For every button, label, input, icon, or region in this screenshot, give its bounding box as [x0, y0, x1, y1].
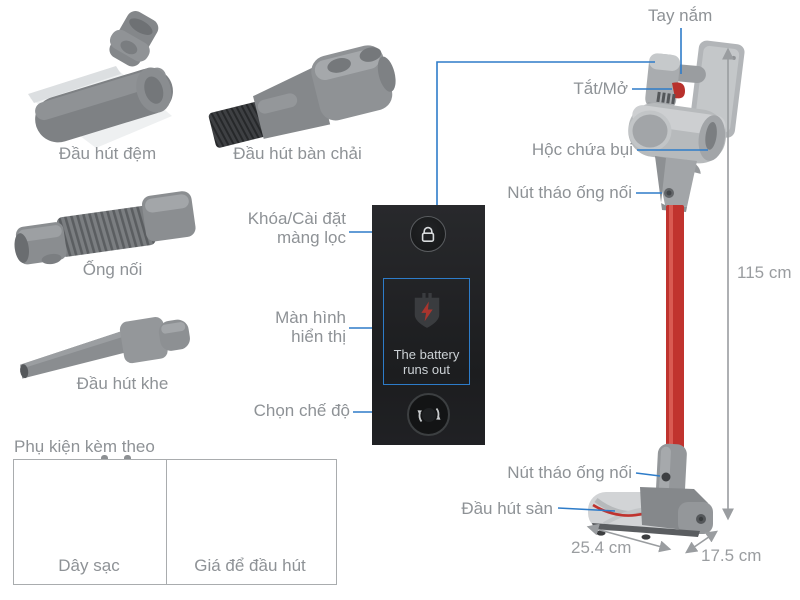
charger-label: Dây sạc	[58, 556, 120, 575]
brush-nozzle-label: Đầu hút bàn chải	[233, 144, 362, 163]
hose-illustration	[14, 191, 196, 265]
tube-release-button-bottom	[661, 472, 671, 482]
display-callout-label: Màn hình hiển thị	[275, 308, 346, 347]
handle-grip	[645, 53, 681, 111]
floor-head-illustration	[588, 487, 713, 540]
hose-label: Ống nối	[82, 260, 143, 279]
tube-release-top-label: Nút tháo ống nối	[507, 183, 632, 202]
battery-warning-icon	[414, 293, 439, 328]
length-dimension-label: 25.4 cm	[571, 538, 632, 557]
display-message: The battery runs out	[393, 347, 460, 378]
lock-icon	[421, 226, 435, 242]
mode-button	[407, 393, 450, 436]
box-divider	[166, 460, 167, 584]
dock-label: Giá để đầu hút	[194, 556, 306, 575]
length-dimension-arrow	[586, 523, 672, 553]
floor-head-callout-label: Đầu hút sàn	[461, 499, 553, 518]
mode-rotate-icon	[417, 407, 440, 422]
handle-callout-label: Tay nắm	[648, 6, 713, 25]
tube-release-bottom-label: Nút tháo ống nối	[507, 463, 632, 482]
width-dimension-arrow	[685, 530, 718, 554]
lock-callout-label: Khóa/Cài đặt màng lọc	[247, 209, 346, 248]
height-dimension-label: 115 cm	[737, 263, 792, 282]
mode-callout-label: Chọn chế độ	[253, 401, 350, 420]
dustbin-callout-label: Hộc chứa bụi	[531, 140, 633, 159]
crevice-label: Đầu hút khe	[76, 374, 169, 393]
lock-button	[410, 216, 446, 252]
brush-nozzle-illustration	[208, 45, 396, 148]
turbo-brush-label: Đầu hút đệm	[58, 144, 157, 163]
crevice-tool-illustration	[20, 317, 190, 379]
included-accessories-box	[13, 459, 337, 585]
included-box-heading: Phụ kiện kèm theo	[14, 437, 155, 456]
turbo-brush-illustration	[28, 11, 173, 148]
power-callout-label: Tắt/Mở	[573, 79, 628, 98]
width-dimension-label: 17.5 cm	[701, 546, 762, 565]
control-panel-illustration: The battery runs out	[372, 205, 485, 445]
panel-connector-line	[436, 61, 655, 205]
red-pipe	[666, 205, 684, 453]
dimension-arrows	[586, 47, 734, 554]
vacuum-illustration	[588, 40, 745, 540]
display-screen: The battery runs out	[383, 278, 470, 385]
